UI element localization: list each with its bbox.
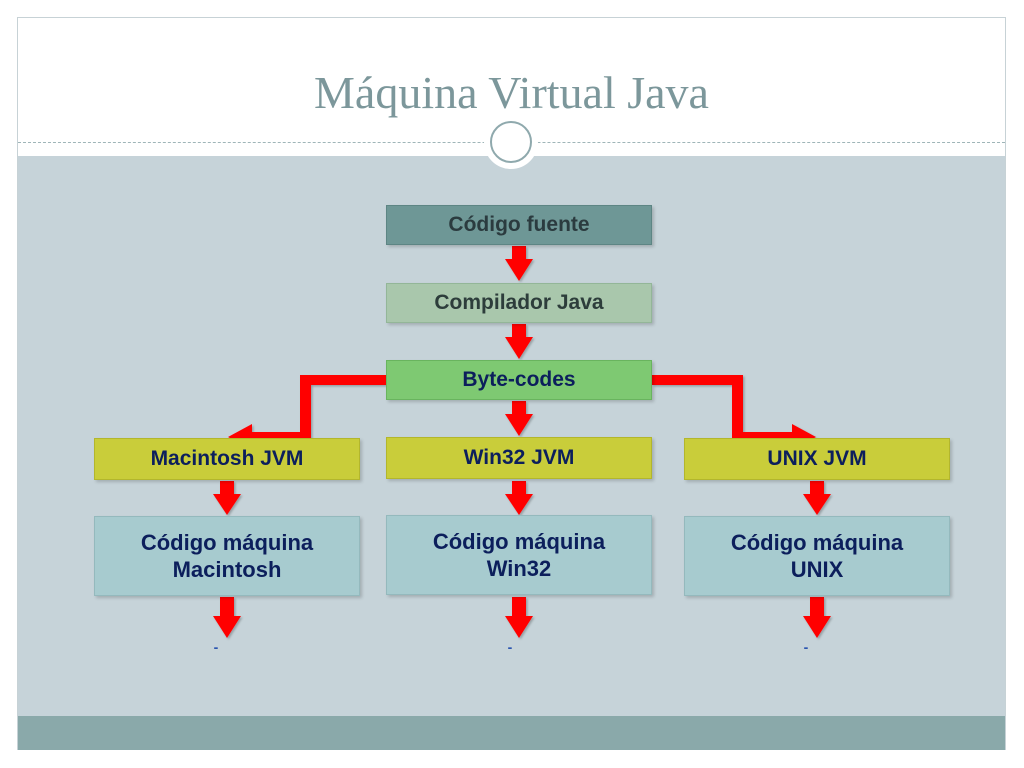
unix-machine-code-box: Código máquina UNIX (684, 516, 950, 596)
win32-machine-code-box: Código máquina Win32 (386, 515, 652, 595)
arrow-unix-jvm-to-code (803, 481, 831, 515)
unix-jvm-box: UNIX JVM (684, 438, 950, 480)
arrow-mac-code-out (213, 597, 241, 638)
macintosh-jvm-box: Macintosh JVM (94, 438, 360, 480)
source-code-box: Código fuente (386, 205, 652, 245)
circle-ornament-icon (484, 115, 538, 169)
unix-machine-code-line1: Código máquina (730, 529, 904, 555)
compiler-label: Compilador Java (434, 290, 604, 314)
footer-band (18, 716, 1005, 750)
unix-machine-code-line2: UNIX (790, 557, 844, 582)
macintosh-machine-code-line1: Código máquina (140, 529, 314, 555)
win32-machine-code-line2: Win32 (486, 556, 552, 581)
macintosh-machine-code-line2: Macintosh (172, 557, 282, 582)
bytecodes-box: Byte-codes (386, 360, 652, 400)
arrow-win32-code-out (505, 597, 533, 638)
win32-jvm-label: Win32 JVM (463, 445, 575, 469)
arrow-win32-jvm-to-code (505, 481, 533, 515)
arrow-compiler-to-bytecodes (505, 324, 533, 359)
macintosh-jvm-label: Macintosh JVM (150, 446, 304, 470)
arrow-bytecodes-to-win32-jvm (505, 401, 533, 436)
arrow-source-to-compiler (505, 246, 533, 281)
circle-ring (490, 121, 532, 163)
source-code-label: Código fuente (448, 212, 590, 236)
output-mark-macintosh: - (213, 639, 219, 655)
macintosh-machine-code-box: Código máquina Macintosh (94, 516, 360, 596)
win32-machine-code-line1: Código máquina (432, 528, 606, 554)
bytecodes-label: Byte-codes (462, 367, 576, 391)
slide-title: Máquina Virtual Java (314, 67, 709, 118)
unix-jvm-label: UNIX JVM (767, 446, 867, 470)
arrow-mac-jvm-to-code (213, 481, 241, 515)
output-mark-win32: - (507, 639, 513, 655)
output-mark-unix: - (803, 639, 809, 655)
win32-jvm-box: Win32 JVM (386, 437, 652, 479)
arrow-unix-code-out (803, 597, 831, 638)
compiler-box: Compilador Java (386, 283, 652, 323)
